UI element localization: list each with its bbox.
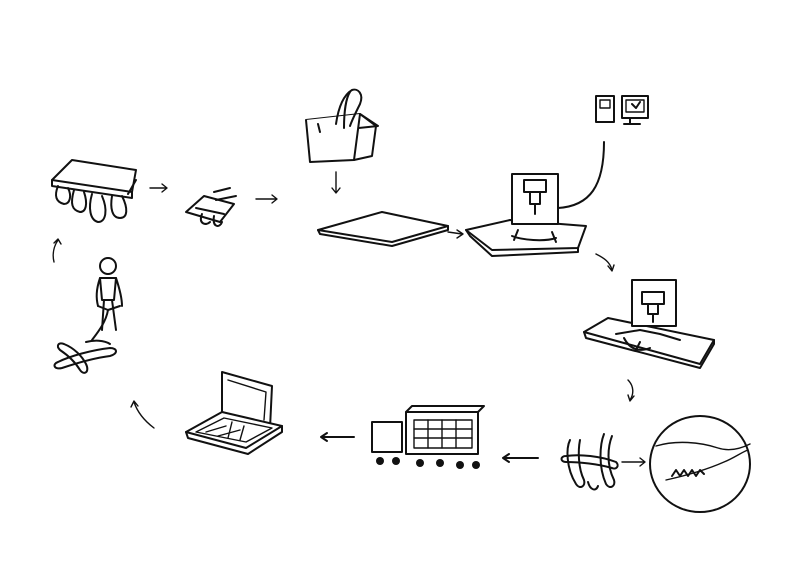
bin-icon (305, 88, 379, 163)
arrow-6 (627, 379, 635, 402)
cutting-head-icon (583, 279, 715, 369)
arrow-5 (595, 253, 615, 272)
arrow-9 (320, 432, 355, 442)
magnifier-icon (649, 415, 751, 513)
arrow-8 (502, 453, 539, 463)
arrow-3 (331, 171, 341, 194)
arrow-2 (255, 194, 278, 204)
arrow-11 (52, 238, 62, 263)
arrow-10 (130, 400, 155, 429)
box-icon (185, 371, 283, 455)
arrow-7 (621, 457, 646, 467)
person-icon (53, 257, 123, 374)
arrow-1 (149, 183, 168, 193)
cnc-computer-icon (465, 95, 649, 257)
sheet-icon (317, 211, 449, 247)
h-part-icon (560, 433, 619, 491)
clip-icon (185, 187, 237, 227)
truck-icon (371, 405, 485, 469)
arrow-4 (447, 229, 464, 239)
table-icon (51, 159, 137, 223)
